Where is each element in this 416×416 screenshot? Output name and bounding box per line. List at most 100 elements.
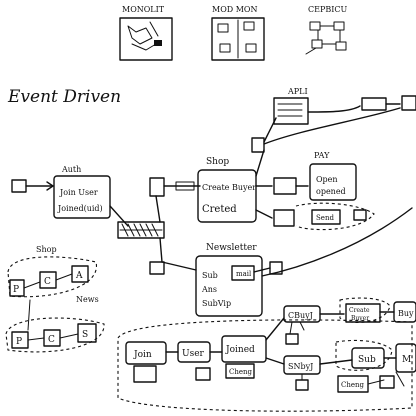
auth-service-box [53,175,111,219]
thumbnail-mod-mon: MOD MON [211,5,265,61]
module-box [245,43,257,53]
newsletter-cmd-sub: Sub [202,271,218,280]
arrow-line [255,209,273,219]
bus-hatch [119,223,163,237]
shop-service-box [197,169,257,223]
shop-event: Creted [202,204,237,215]
pay-command: Open [316,175,338,184]
shop-group-label: Shop [36,245,57,254]
arrow-line [265,357,285,365]
create-buyer-box [345,303,381,323]
cheng2-target-box [379,375,395,389]
auth-header: Auth [61,165,81,174]
client-box [11,179,27,193]
pay-entry-box [273,177,297,195]
apli-box [273,97,309,125]
bottom-flow-dashed-boundary [117,319,413,412]
mail-box [231,265,255,281]
news-group-label: News [76,295,99,304]
send-entry-box [273,209,295,227]
cbuy-label: CBuyJ [288,311,313,320]
newsletter-cmd-ans: Ans [201,285,217,294]
create-label: Create [349,307,370,314]
thumbnail-cepbicu: CEPBICU [305,5,348,55]
bus-to-news-line [159,237,163,263]
subby-label: SNbyJ [288,362,313,371]
apli-link-box [251,137,265,153]
newsletter-header: Newsletter [206,243,257,253]
arrow-line [265,317,285,341]
auth-command: Join User [59,188,98,197]
cheng-label: Cheng [229,368,253,376]
bus-to-shop-line [155,195,161,223]
pay-header: PAY [314,151,330,160]
shop-group-links [23,273,73,289]
shop-entry-box [149,177,165,197]
arrow-line [161,261,197,271]
joined-box [221,335,267,363]
buy-box [393,301,416,323]
module-box [243,21,255,31]
shop-p-label: P [13,285,19,295]
arrow-line [307,105,361,113]
join-label: Join [133,350,152,360]
thumbnail-frame [211,17,265,61]
news-c-label: C [48,335,55,345]
arrow-head [46,181,54,191]
thumbnail-label: CEPBICU [308,5,348,14]
cheng2-label: Cheng [341,381,365,389]
send-label: Send [316,214,334,222]
user-sub-box [195,367,211,381]
apli-label: APLI [287,87,308,96]
news-group-dashed-boundary [5,317,105,353]
news-entry-box [149,261,165,275]
joined-label: Joined [225,345,255,355]
subby-sub-box [295,379,309,391]
cbuy-sub-box [285,333,299,345]
join-box [125,341,167,365]
mail-label: mail [236,270,252,278]
shop-header: Shop [206,157,229,167]
pay-service-box [309,163,357,201]
apli-lines [277,103,303,117]
edge-box [401,95,416,111]
newsletter-service-box [195,255,263,317]
news-group-links [27,299,79,341]
shop-c-label: C [44,277,51,287]
service-links [305,25,341,55]
service-box [311,39,323,49]
shop-group-dashed-boundary [7,256,97,298]
thumbnail-frame [119,17,173,61]
sub-label: Sub [358,355,376,365]
news-p-label: P [16,337,22,347]
arrow-line [253,267,271,273]
buy-label: Buy [398,309,414,318]
filled-block [154,40,162,46]
module-box [219,43,231,53]
service-box [309,21,321,31]
m-box [395,343,416,373]
scribble [127,21,159,51]
shop-to-apli-line [255,149,265,177]
auth-event: Joined(uid) [57,204,103,213]
thumbnail-monolit: MONOLIT [119,5,173,61]
service-box [333,21,345,31]
send-target-box [353,209,367,221]
thumbnail-label: MONOLIT [122,5,165,14]
thumbnail-label: MOD MON [212,5,257,14]
queue-box [361,97,387,111]
join-sub-box [133,365,157,383]
send-box [311,209,341,225]
cheng-box [225,363,255,379]
cbuy-links [289,321,305,335]
shop-a-label: A [75,271,83,281]
mail-target-box [269,261,283,275]
create-dashed-group [339,297,391,323]
m-label: M [402,355,411,365]
pay-event: opened [316,187,346,196]
event-bus-icon [117,221,165,239]
news-s-box [77,323,97,343]
user-label: User [182,349,205,359]
send-dashed-group [295,202,375,231]
